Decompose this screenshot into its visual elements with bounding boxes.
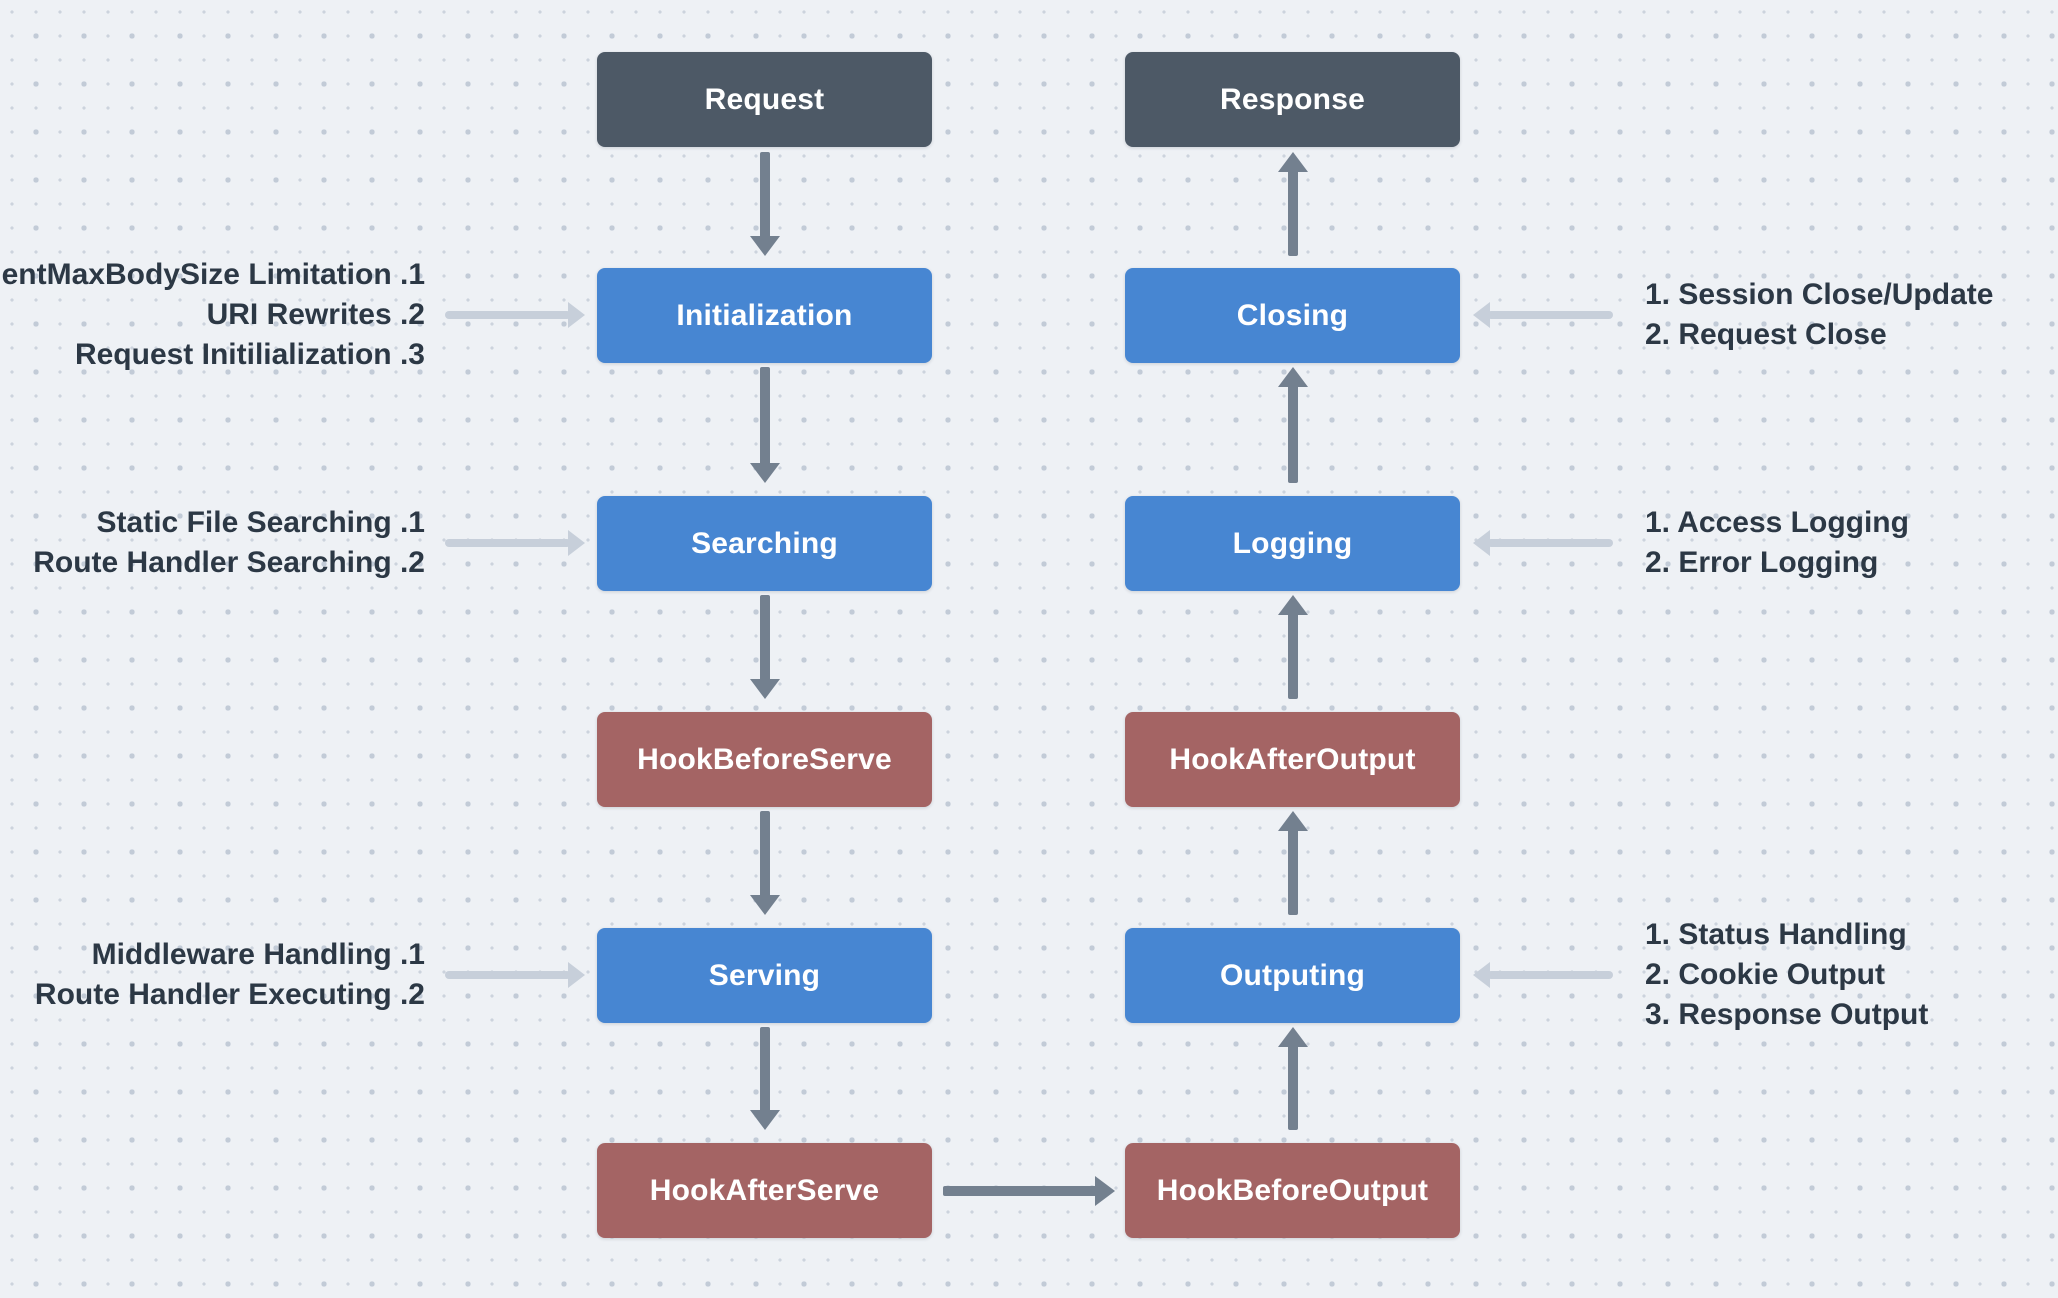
arrow-stem — [445, 311, 571, 319]
arrow-stem — [445, 971, 571, 979]
arrow-hookafteroutput-to-logging — [1278, 595, 1308, 699]
arrow-serving-to-hookafterserve — [750, 1027, 780, 1130]
arrow-searching-to-hookbeforeserve — [750, 595, 780, 699]
note-line: 1. Access Logging — [1645, 506, 1909, 539]
node-hook-before-serve: HookBeforeServe — [597, 712, 932, 807]
note-line: 1. Status Handling — [1645, 918, 1907, 951]
arrow-hookbeforeserve-to-serving — [750, 811, 780, 915]
note-line: Middleware Handling .1 — [91, 938, 425, 971]
node-hook-after-serve: HookAfterServe — [597, 1143, 932, 1238]
arrow-stem — [760, 1027, 770, 1114]
arrow-head-icon — [568, 962, 585, 988]
note-line: URI Rewrites .2 — [206, 298, 425, 331]
arrow-stem — [760, 811, 770, 899]
arrow-head-icon — [1278, 811, 1308, 831]
note-line: 2. Request Close — [1645, 318, 1887, 351]
arrow-request-to-initialization — [750, 152, 780, 256]
arrow-hookafterserve-to-hookbeforeoutput — [943, 1176, 1115, 1206]
node-hook-before-output: HookBeforeOutput — [1125, 1143, 1460, 1238]
arrow-head-icon — [1473, 962, 1490, 988]
note-logging: 1. Access Logging 2. Error Logging — [1645, 503, 1909, 583]
note-line: Route Handler Executing .2 — [34, 978, 425, 1011]
arrow-head-icon — [1473, 302, 1490, 328]
node-searching: Searching — [597, 496, 932, 591]
arrow-stem — [1487, 971, 1613, 979]
arrow-stem — [1288, 168, 1298, 256]
arrow-stem — [760, 595, 770, 683]
arrow-head-icon — [568, 530, 585, 556]
node-outputing: Outputing — [1125, 928, 1460, 1023]
arrow-stem — [760, 152, 770, 240]
note-line: Static File Searching .1 — [96, 506, 425, 539]
node-response: Response — [1125, 52, 1460, 147]
arrow-outputing-to-hookafteroutput — [1278, 811, 1308, 915]
note-arrow-searching — [445, 530, 585, 556]
arrow-stem — [1288, 383, 1298, 483]
node-request: Request — [597, 52, 932, 147]
note-line: 1. Session Close/Update — [1645, 278, 1994, 311]
note-initialization: ClientMaxBodySize Limitation .1 URI Rewr… — [0, 255, 425, 375]
arrow-head-icon — [1278, 367, 1308, 387]
note-searching: Static File Searching .1 Route Handler S… — [33, 503, 425, 583]
arrow-stem — [1288, 611, 1298, 699]
node-serving: Serving — [597, 928, 932, 1023]
arrow-head-icon — [750, 895, 780, 915]
arrow-initialization-to-searching — [750, 367, 780, 483]
arrow-head-icon — [1095, 1176, 1115, 1206]
note-outputing: 1. Status Handling 2. Cookie Output 3. R… — [1645, 915, 1928, 1035]
note-line: 2. Error Logging — [1645, 546, 1879, 579]
note-arrow-logging — [1473, 530, 1613, 556]
arrow-stem — [1288, 827, 1298, 915]
arrow-hookbeforeoutput-to-outputing — [1278, 1027, 1308, 1130]
node-closing: Closing — [1125, 268, 1460, 363]
arrow-head-icon — [750, 679, 780, 699]
arrow-closing-to-response — [1278, 152, 1308, 256]
arrow-stem — [445, 539, 571, 547]
arrow-stem — [943, 1186, 1099, 1196]
node-hook-after-output: HookAfterOutput — [1125, 712, 1460, 807]
arrow-head-icon — [568, 302, 585, 328]
note-arrow-initialization — [445, 302, 585, 328]
arrow-stem — [760, 367, 770, 467]
arrow-head-icon — [1278, 152, 1308, 172]
note-line: Route Handler Searching .2 — [33, 546, 425, 579]
node-logging: Logging — [1125, 496, 1460, 591]
arrow-logging-to-closing — [1278, 367, 1308, 483]
arrow-stem — [1288, 1043, 1298, 1130]
arrow-head-icon — [750, 236, 780, 256]
note-arrow-outputing — [1473, 962, 1613, 988]
note-line: 2. Cookie Output — [1645, 958, 1885, 991]
note-arrow-serving — [445, 962, 585, 988]
arrow-stem — [1487, 311, 1613, 319]
note-line: 3. Response Output — [1645, 998, 1929, 1031]
note-closing: 1. Session Close/Update 2. Request Close — [1645, 275, 1993, 355]
arrow-stem — [1487, 539, 1613, 547]
note-arrow-closing — [1473, 302, 1613, 328]
note-serving: Middleware Handling .1 Route Handler Exe… — [35, 935, 425, 1015]
arrow-head-icon — [1473, 530, 1490, 556]
note-line: Request Initilialization .3 — [74, 338, 425, 371]
arrow-head-icon — [1278, 595, 1308, 615]
arrow-head-icon — [750, 463, 780, 483]
node-initialization: Initialization — [597, 268, 932, 363]
arrow-head-icon — [750, 1110, 780, 1130]
note-line: ClientMaxBodySize Limitation .1 — [0, 258, 425, 291]
arrow-head-icon — [1278, 1027, 1308, 1047]
